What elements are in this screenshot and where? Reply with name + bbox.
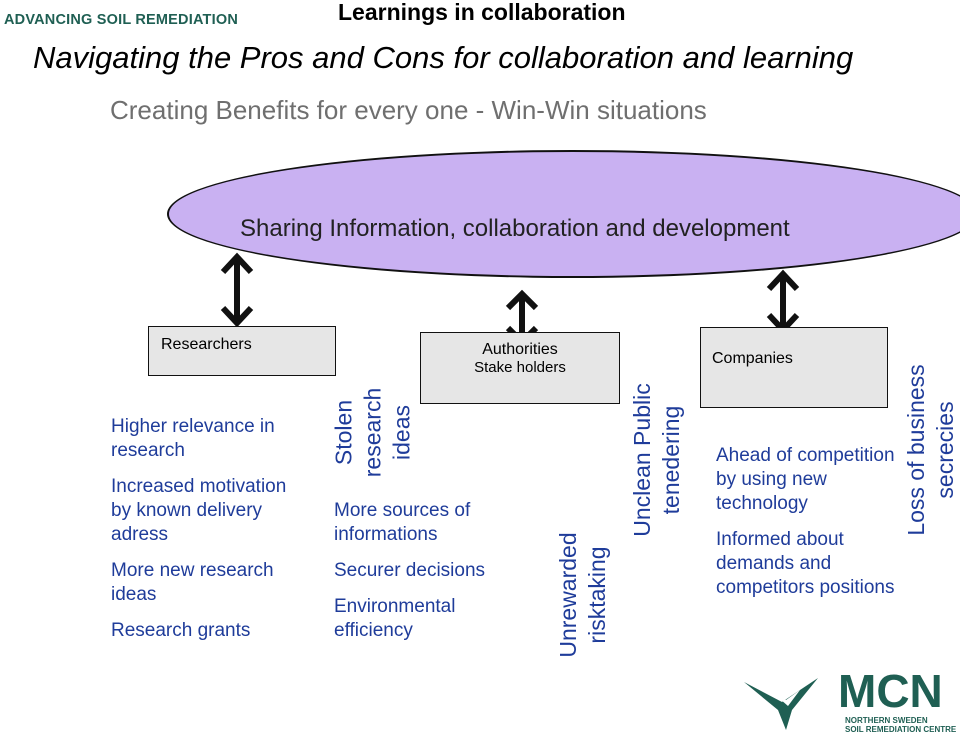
list-item: Increased motivation by known delivery a… (111, 476, 287, 545)
slide-heading: Learnings in collaboration (338, 0, 626, 25)
list-item: Higher relevance in research (111, 416, 275, 461)
list-item: Informed about demands and competitors p… (716, 529, 895, 598)
researchers-risk: Stolen research ideas (330, 363, 417, 503)
companies-benefits: Ahead of competition by using new techno… (716, 444, 916, 612)
risk-line: Loss of business (903, 364, 929, 536)
list-item: Environmental efficiency (334, 596, 456, 641)
authorities-benefits: More sources of informations Securer dec… (334, 499, 524, 655)
list-item: Securer decisions (334, 560, 486, 581)
risk-line: secrecies (932, 401, 958, 499)
logo-name: MCN (838, 665, 943, 717)
risk-line: ideas (388, 405, 415, 460)
authorities-risk: Unrewarded risktaking (554, 510, 614, 680)
risk-line: tenedering (658, 405, 684, 515)
list-item: Research grants (111, 620, 251, 641)
risk-line: research (359, 387, 386, 478)
authorities-box: Authorities Stake holders (420, 332, 620, 404)
double-arrow-icon (220, 252, 254, 328)
risk-line: risktaking (584, 546, 610, 644)
authorities-sublabel: Stake holders (474, 359, 566, 376)
logo-caption-1: NORTHERN SWEDEN (845, 716, 928, 725)
logo-caption-2: SOIL REMEDIATION CENTRE (845, 725, 957, 734)
companies-box: Companies (700, 327, 888, 408)
companies-risk: Loss of business secrecies (902, 362, 960, 538)
slide-tagline: Creating Benefits for every one - Win-Wi… (110, 95, 707, 125)
researchers-label: Researchers (161, 336, 252, 353)
authorities-risk-2: Unclean Public tenedering (628, 368, 688, 552)
risk-line: Unclean Public (629, 383, 655, 537)
researchers-benefits: Higher relevance in research Increased m… (111, 415, 311, 655)
authorities-label: Authorities (482, 341, 558, 358)
companies-label: Companies (712, 350, 793, 367)
slide-subtitle: Navigating the Pros and Cons for collabo… (33, 40, 854, 75)
central-ellipse-label: Sharing Information, collaboration and d… (240, 215, 790, 242)
risk-line: Stolen (330, 399, 357, 466)
list-item: Ahead of competition by using new techno… (716, 445, 895, 514)
central-ellipse (167, 150, 960, 278)
researchers-box: Researchers (148, 326, 336, 376)
risk-line: Unrewarded (555, 532, 581, 658)
brand-name: ADVANCING SOIL REMEDIATION (4, 12, 238, 28)
list-item: More sources of informations (334, 500, 471, 545)
list-item: More new research ideas (111, 560, 274, 605)
mcn-logo-icon (744, 678, 818, 730)
